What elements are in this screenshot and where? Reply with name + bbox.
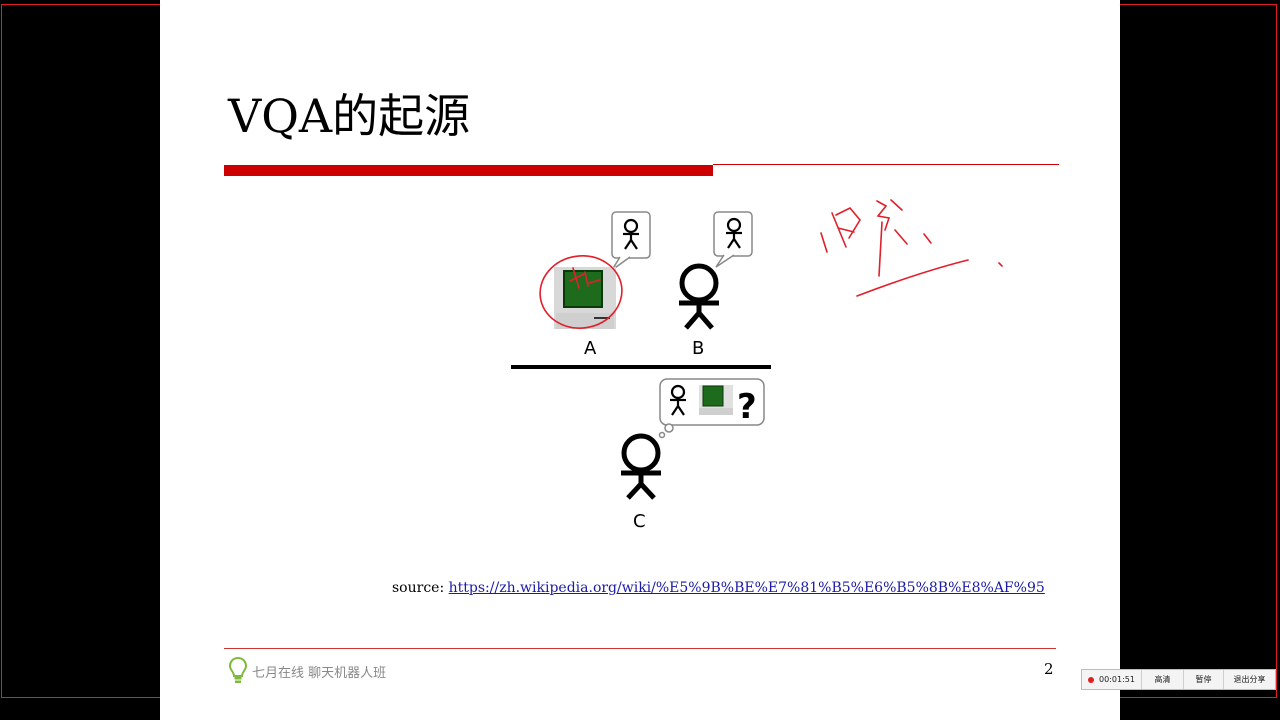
person-icon-small-a	[623, 218, 639, 250]
footer-brand-text: 七月在线 聊天机器人班	[252, 666, 387, 681]
exit-share-button[interactable]: 退出分享	[1233, 675, 1266, 684]
person-icon-small-c	[670, 384, 686, 416]
recording-timer: 00:01:51	[1082, 670, 1142, 689]
source-label: source:	[392, 580, 449, 596]
computer-icon-small-c	[699, 385, 733, 415]
page-number: 2	[1044, 660, 1054, 678]
label-b: B	[692, 338, 704, 359]
turing-test-diagram: A B ?	[511, 199, 1003, 532]
person-icon-small-b	[726, 217, 742, 249]
timer-text: 00:01:51	[1099, 675, 1135, 684]
question-mark: ?	[737, 387, 757, 427]
speech-bubble-b	[713, 211, 753, 268]
speech-bubble-a	[611, 211, 651, 271]
recording-toolbar: 00:01:51 高清 暂停 退出分享	[1081, 669, 1276, 690]
thought-bubble-c: ?	[658, 378, 765, 439]
source-link[interactable]: https://zh.wikipedia.org/wiki/%E5%9B%BE%…	[448, 580, 1045, 596]
title-underline-thick	[224, 165, 713, 176]
person-icon-c	[621, 433, 661, 500]
computer-icon-a	[554, 267, 616, 329]
label-a: A	[584, 338, 597, 359]
lightbulb-logo-icon	[228, 656, 248, 683]
slide-title: VQA的起源	[228, 89, 471, 143]
slide: VQA的起源	[160, 0, 1120, 720]
pause-button[interactable]: 暂停	[1184, 670, 1224, 689]
pen-annotation	[539, 199, 1003, 329]
footer-divider	[224, 648, 1056, 649]
title-underline-thin	[713, 164, 1059, 165]
source-citation: source: https://zh.wikipedia.org/wiki/%E…	[392, 580, 1045, 596]
label-c: C	[633, 511, 646, 532]
record-dot-icon	[1088, 676, 1095, 683]
quality-button[interactable]: 高清	[1142, 670, 1184, 689]
person-icon-b	[679, 263, 719, 330]
